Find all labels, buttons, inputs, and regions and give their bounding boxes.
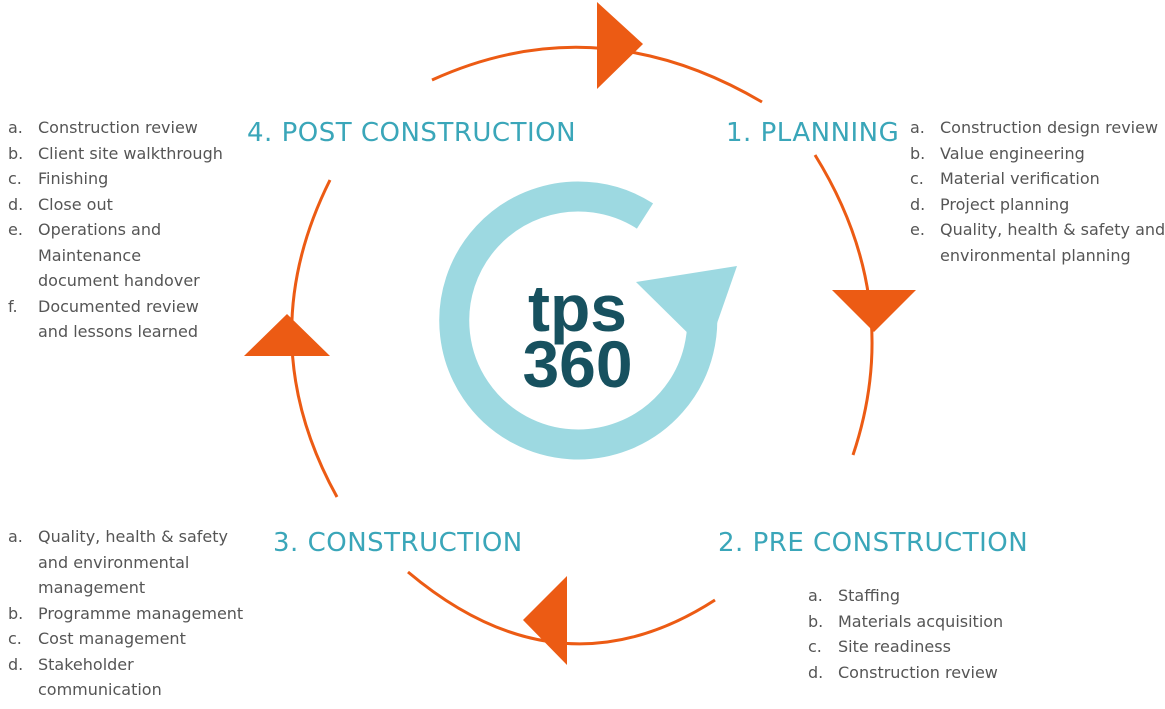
list-marker: d. [808, 662, 824, 682]
logo-line-1: tps [528, 271, 627, 345]
list-item: b. Client site walkthrough [8, 141, 223, 167]
tps360-logo: tps 360 [490, 271, 665, 401]
list-item-text: Project planning [940, 194, 1070, 214]
list-item-text: document handover [38, 271, 200, 290]
list-item-text: Client site walkthrough [38, 143, 223, 163]
cycle-arrow-head [636, 266, 737, 352]
construction-list: a. Quality, health & safety and environmen… [8, 524, 243, 703]
arrow-head-bottom [523, 576, 567, 665]
list-marker: d. [910, 194, 926, 214]
list-item-text: Finishing [38, 169, 109, 188]
list-item-text: communication [38, 680, 162, 699]
list-marker: c. [8, 169, 22, 188]
list-item: d. Construction review [808, 660, 1003, 686]
list-item: c. Site readiness [808, 634, 1003, 660]
arrow-head-left [244, 314, 330, 356]
list-marker: e. [910, 220, 925, 239]
list-item: b. Programme management [8, 601, 243, 627]
list-marker: c. [808, 637, 822, 656]
list-marker: a. [808, 586, 823, 605]
list-item-text: Documented review [38, 296, 199, 316]
list-item: f. Documented review and lessons learned [8, 294, 223, 345]
stage-title-construction: 3. CONSTRUCTION [273, 528, 523, 558]
stage-title-post-construction: 4. POST CONSTRUCTION [247, 118, 577, 148]
list-marker: b. [808, 611, 824, 631]
list-item-text: Stakeholder [38, 654, 134, 674]
arrow-head-right [832, 290, 916, 332]
list-marker: a. [8, 527, 23, 546]
list-item-text: Materials acquisition [838, 611, 1004, 631]
list-item: a. Quality, health & safety and environmen… [8, 524, 243, 601]
list-item-text: Quality, health & safety and [940, 220, 1165, 239]
cycle-arrow-ring [439, 181, 718, 460]
list-item: a. Construction review [8, 115, 223, 141]
list-item-text: Construction review [38, 118, 198, 137]
list-item-text: and environmental [38, 552, 190, 572]
planning-list: a. Construction design review b. Value engi… [910, 115, 1165, 268]
pre-construction-list: a. Staffing b. Materials acquisition c. Site … [808, 583, 1003, 685]
list-marker: e. [8, 220, 23, 239]
list-item: c. Material verification [910, 166, 1165, 192]
list-item-text: management [38, 578, 146, 597]
list-item-text: Quality, health & safety [38, 527, 228, 546]
list-item-text: Close out [38, 194, 113, 214]
list-item-text: Operations and [38, 220, 162, 239]
list-item: a. Construction design review [910, 115, 1165, 141]
list-item: e. Quality, health & safety and environmen… [910, 217, 1165, 268]
stage-title-pre-construction: 2. PRE CONSTRUCTION [718, 528, 1029, 558]
list-item: d. Stakeholder communication [8, 652, 243, 703]
list-marker: b. [8, 143, 24, 163]
list-item-text: Staffing [838, 586, 900, 605]
list-marker: b. [8, 603, 24, 623]
list-marker: a. [8, 118, 23, 137]
list-marker: c. [910, 169, 924, 188]
list-item-text: Material verification [940, 169, 1100, 188]
list-item: c. Finishing [8, 166, 223, 192]
logo-line-2: 360 [522, 327, 633, 401]
list-marker: b. [910, 143, 926, 163]
list-item-text: Construction review [838, 662, 998, 682]
list-item: b. Value engineering [910, 141, 1165, 167]
list-item-text: Value engineering [940, 143, 1085, 163]
list-item-text: Maintenance [38, 245, 142, 265]
list-item: c. Cost management [8, 626, 243, 652]
list-item: b. Materials acquisition [808, 609, 1003, 635]
list-item: d. Project planning [910, 192, 1165, 218]
list-item-text: and lessons learned [38, 322, 199, 341]
post-construction-list: a. Construction review b. Client site walkt… [8, 115, 223, 345]
list-marker: c. [8, 629, 22, 648]
list-item-text: Cost management [38, 629, 186, 648]
list-marker: f. [8, 296, 18, 316]
list-item: a. Staffing [808, 583, 1003, 609]
list-item: d. Close out [8, 192, 223, 218]
list-marker: d. [8, 194, 24, 214]
list-marker: d. [8, 654, 24, 674]
list-item-text: Construction design review [940, 118, 1159, 137]
list-marker: a. [910, 118, 925, 137]
list-item-text: Site readiness [838, 637, 951, 656]
list-item-text: environmental planning [940, 245, 1131, 265]
arrow-head-top [597, 2, 643, 89]
stage-title-planning: 1. PLANNING [726, 118, 900, 148]
list-item-text: Programme management [38, 603, 244, 623]
